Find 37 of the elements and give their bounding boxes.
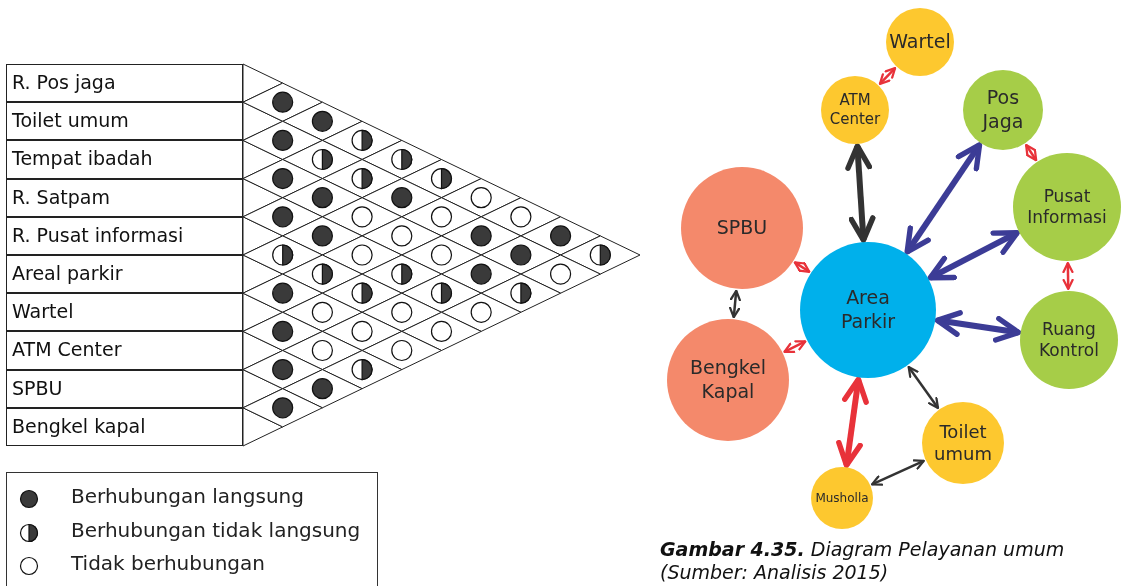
circle-label: ATM Center <box>829 91 881 129</box>
circle-label: Bengkel Kapal <box>689 356 767 404</box>
figure-caption: Gambar 4.35. Diagram Pelayanan umum (Sumber: Analisis 2015) <box>660 538 1066 584</box>
double-arrow <box>836 376 869 468</box>
double-arrow <box>729 289 741 319</box>
row-label: Toilet umum <box>6 102 243 141</box>
legend-label: Berhubungan tidak langsung <box>71 517 361 542</box>
row-label: Wartel <box>6 293 243 332</box>
circle-label: Pos Jaga <box>982 86 1024 134</box>
circle-label: Ruang Kontrol <box>1039 318 1099 362</box>
row-label: Tempat ibadah <box>6 140 243 179</box>
row-label: ATM Center <box>6 331 243 370</box>
double-arrow <box>907 365 940 410</box>
double-arrow <box>1025 143 1038 162</box>
double-arrow <box>1062 261 1074 291</box>
circle-label: Toilet umum <box>934 420 992 466</box>
double-arrow <box>870 459 925 486</box>
double-arrow <box>934 310 1022 343</box>
circle-label: Pusat Informasi <box>1027 185 1107 229</box>
double-arrow <box>904 142 983 255</box>
row-label: Areal parkir <box>6 255 243 294</box>
double-arrow <box>783 340 807 353</box>
circle-label: Area Parkir <box>840 286 896 334</box>
circle-label: SPBU <box>716 216 768 240</box>
legend-label: Berhubungan langsung <box>71 484 304 508</box>
row-label: R. Pusat informasi <box>6 216 243 255</box>
legend-label: Tidak berhubungan <box>71 551 265 575</box>
row-label: R. Satpam <box>6 178 243 217</box>
row-label: Bengkel kapal <box>6 407 243 446</box>
double-arrow <box>878 66 897 86</box>
circle-label: Wartel <box>889 30 951 54</box>
double-arrow <box>927 230 1020 281</box>
double-arrow <box>845 143 876 243</box>
double-arrow <box>793 261 811 273</box>
row-label: SPBU <box>6 369 243 408</box>
circle-label: Musholla <box>815 490 869 506</box>
row-label: R. Pos jaga <box>6 64 243 103</box>
